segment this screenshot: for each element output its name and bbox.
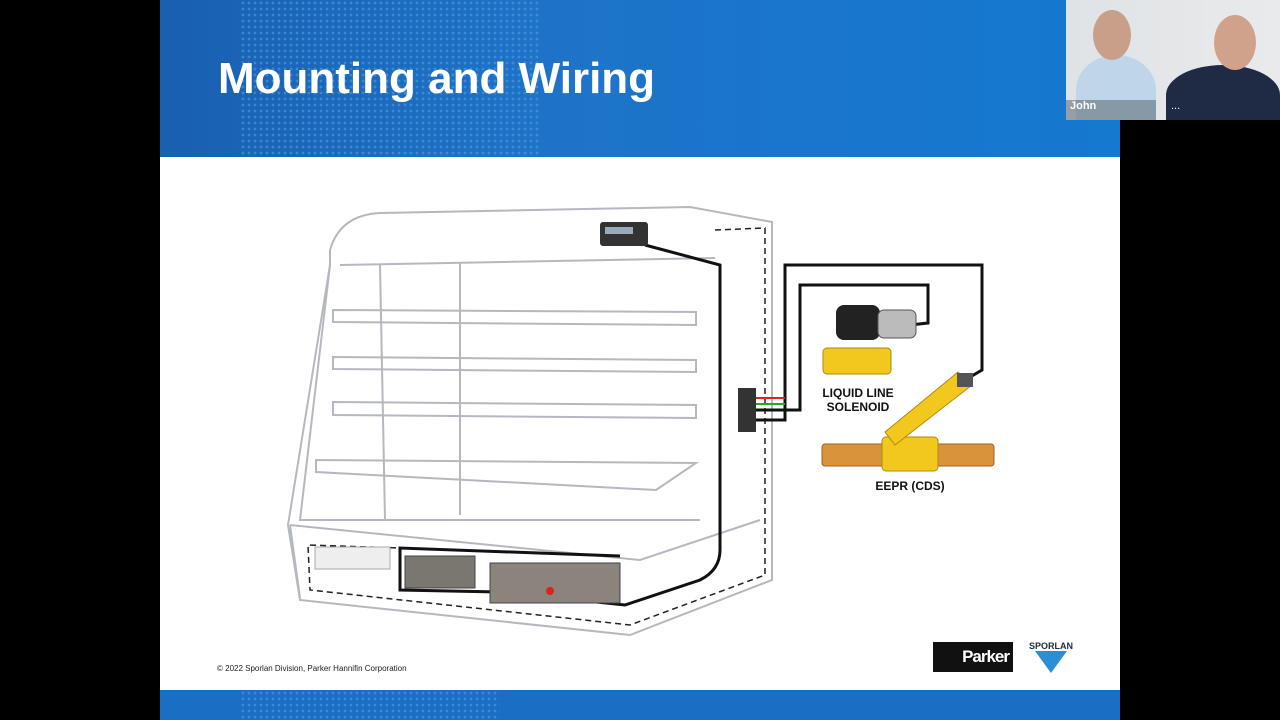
solenoid-label-line1: LIQUID LINE — [822, 386, 894, 400]
eepr-label: EEPR (CDS) — [875, 479, 945, 493]
more-options-button[interactable]: ... — [1171, 100, 1181, 112]
participant-name: John — [1070, 100, 1097, 112]
solenoid-label: LIQUID LINE SOLENOID — [818, 386, 898, 414]
slide-footer-bar — [160, 690, 1120, 720]
slide-title: Mounting and Wiring — [218, 54, 656, 103]
sporlan-logo: SPORLAN — [1026, 641, 1076, 673]
participant-video-tile[interactable]: John ... — [1066, 0, 1280, 120]
parker-logo: Parker — [933, 642, 1013, 672]
display-case-diagram — [286, 205, 995, 637]
presentation-slide: Mounting and Wiring LIQUID LINE SOLENOID… — [160, 0, 1120, 720]
solenoid-label-line2: SOLENOID — [826, 400, 890, 414]
slide-header: Mounting and Wiring — [160, 0, 1120, 157]
participant-2 — [1166, 65, 1280, 120]
copyright-text: © 2022 Sporlan Division, Parker Hannifin… — [217, 664, 407, 673]
